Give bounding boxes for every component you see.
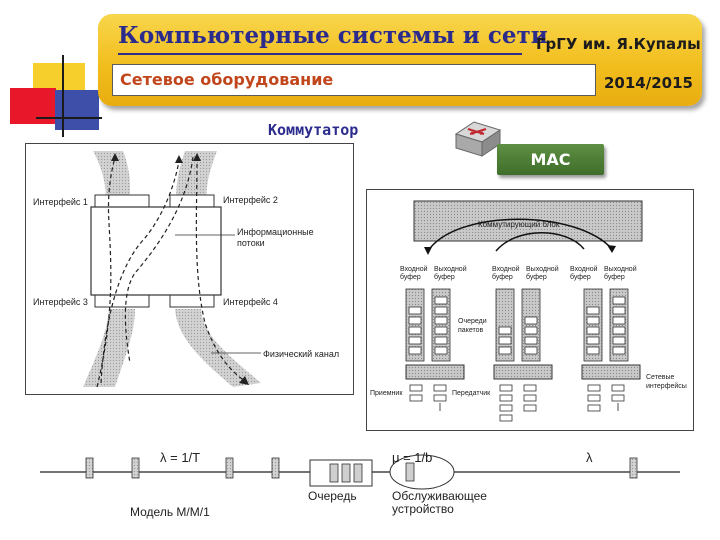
- channel-bottom-left: [83, 309, 135, 387]
- buffer-slot: [408, 306, 422, 315]
- buffer-slot: [434, 306, 448, 315]
- flow-arrow: [111, 153, 119, 161]
- buffer-slot: [612, 316, 626, 325]
- channel-bottom-right: [175, 309, 261, 387]
- interface-block: [581, 364, 641, 380]
- buffer-slot: [586, 306, 600, 315]
- buffer-slot: [498, 346, 512, 355]
- decor-vertical-line: [62, 55, 64, 137]
- arrival-pulse: [225, 457, 234, 479]
- flow-line: [96, 156, 116, 388]
- model-label: Модель M/M/1: [130, 505, 210, 519]
- buffer-slot: [434, 316, 448, 325]
- switching-block-label: Коммутирующий блок: [478, 220, 560, 229]
- interface-3-label: Интерфейс 3: [33, 297, 88, 307]
- buffer-slot: [524, 326, 538, 335]
- academic-year: 2014/2015: [604, 74, 693, 92]
- buffer-slot: [524, 316, 538, 325]
- buffer-slot: [586, 326, 600, 335]
- buffer-slot: [434, 326, 448, 335]
- course-title-underline: [118, 53, 522, 55]
- buffer-slot: [612, 346, 626, 355]
- interface-1-label: Интерфейс 1: [33, 197, 88, 207]
- buffer-slot: [524, 346, 538, 355]
- flow-arrow: [175, 155, 183, 163]
- buffer-slot: [408, 316, 422, 325]
- buffer-slot: [498, 326, 512, 335]
- buffer-slot: [498, 336, 512, 345]
- buffer-slot: [612, 336, 626, 345]
- interface-2-label: Интерфейс 2: [223, 195, 278, 205]
- buffer-slot: [612, 326, 626, 335]
- flows-diagram: Интерфейс 1 Интерфейс 2 Интерфейс 3 Инте…: [33, 151, 339, 388]
- arrival-pulse: [271, 457, 280, 479]
- decor-horizontal-line: [36, 117, 102, 119]
- interface-4-label: Интерфейс 4: [223, 297, 278, 307]
- lambda-label: λ: [586, 450, 593, 465]
- flow-line: [124, 156, 194, 364]
- topic-title: Сетевое оборудование: [120, 70, 334, 89]
- flow-arrow: [239, 376, 249, 385]
- page-subtitle: Коммутатор: [268, 121, 359, 139]
- physical-channel-label: Физический канал: [263, 349, 339, 359]
- interface-1-tab: [94, 194, 150, 208]
- buffer-slot: [434, 346, 448, 355]
- arrival-pulse: [131, 457, 140, 479]
- course-title: Компьютерные системы и сети: [118, 22, 548, 49]
- flow-arrow: [193, 153, 201, 161]
- mu-eq-label: μ = 1/b: [392, 450, 432, 465]
- lambda-eq-label: λ = 1/T: [160, 450, 200, 465]
- arrival-pulse: [629, 457, 638, 479]
- info-flows-label: Информационные потоки: [237, 227, 316, 248]
- queue-box: [309, 459, 373, 487]
- buffer-slot: [612, 296, 626, 305]
- buffer-slot: [612, 306, 626, 315]
- transmitter-label: Передатчик: [452, 390, 491, 397]
- queue-label: Очередь: [308, 489, 357, 503]
- switch-icon: [454, 121, 502, 157]
- buffer-slot: [408, 346, 422, 355]
- buffer-slot: [586, 336, 600, 345]
- buffer-slot: [434, 336, 448, 345]
- interface-4-tab: [169, 294, 215, 308]
- receiver-label: Приемник: [370, 390, 403, 397]
- buffer-slot: [434, 296, 448, 305]
- channel-top-right: [176, 151, 217, 203]
- topic-box: [112, 64, 596, 96]
- buffer-slot: [408, 326, 422, 335]
- buffer-slot: [524, 336, 538, 345]
- buffer-slot: [586, 346, 600, 355]
- arrival-pulse: [85, 457, 94, 479]
- mac-badge: MAC: [497, 144, 604, 175]
- switch-box: [90, 206, 222, 296]
- buffer-slot: [408, 336, 422, 345]
- interface-block: [405, 364, 465, 380]
- university-name: ГрГУ им. Я.Купалы: [536, 35, 701, 53]
- flow-line: [195, 156, 246, 382]
- channel-top-left: [93, 151, 131, 203]
- buffer-slot: [586, 316, 600, 325]
- interface-2-tab: [169, 194, 215, 208]
- interface-block: [493, 364, 553, 380]
- interface-3-tab: [94, 294, 150, 308]
